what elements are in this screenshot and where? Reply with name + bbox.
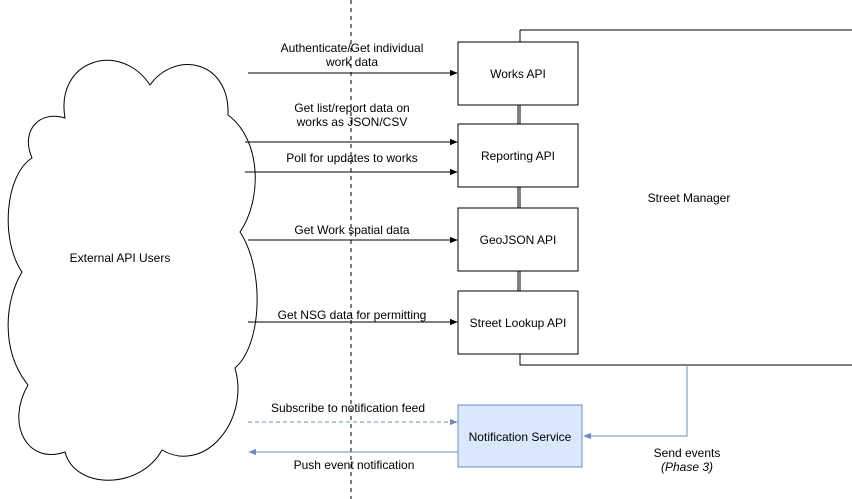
external-users-cloud — [7, 59, 258, 481]
nsg-arrow-label: Get NSG data for permitting — [278, 308, 427, 322]
notification-service-box — [457, 404, 583, 468]
works-arrow-label-1: Authenticate/Get individual — [281, 41, 424, 55]
geojson-api-label: GeoJSON API — [480, 233, 557, 247]
send-events-label: Send events — [654, 446, 721, 460]
notification-service-label: Notification Service — [469, 430, 572, 444]
geojson-api-box — [457, 207, 579, 272]
poll-arrow-label: Poll for updates to works — [286, 151, 417, 165]
external-users-label: External API Users — [70, 251, 171, 265]
works-api-box — [457, 41, 579, 106]
street-lookup-api-box — [457, 290, 579, 355]
reporting-arrow-label-2: works as JSON/CSV — [296, 115, 408, 129]
push-arrow-label: Push event notification — [294, 458, 415, 472]
reporting-arrow-label-1: Get list/report data on — [294, 101, 409, 115]
works-arrow-label-2: work data — [325, 55, 378, 69]
reporting-api-label: Reporting API — [481, 149, 555, 163]
works-api-label: Works API — [490, 67, 546, 81]
street-lookup-api-label: Street Lookup API — [470, 316, 567, 330]
reporting-api-box — [457, 123, 579, 188]
arrow-send-events — [583, 365, 688, 440]
street-manager-label: Street Manager — [648, 191, 731, 205]
subscribe-arrow-label: Subscribe to notification feed — [271, 401, 425, 415]
geojson-arrow-label: Get Work spatial data — [294, 223, 409, 237]
phase-label: (Phase 3) — [661, 460, 713, 474]
